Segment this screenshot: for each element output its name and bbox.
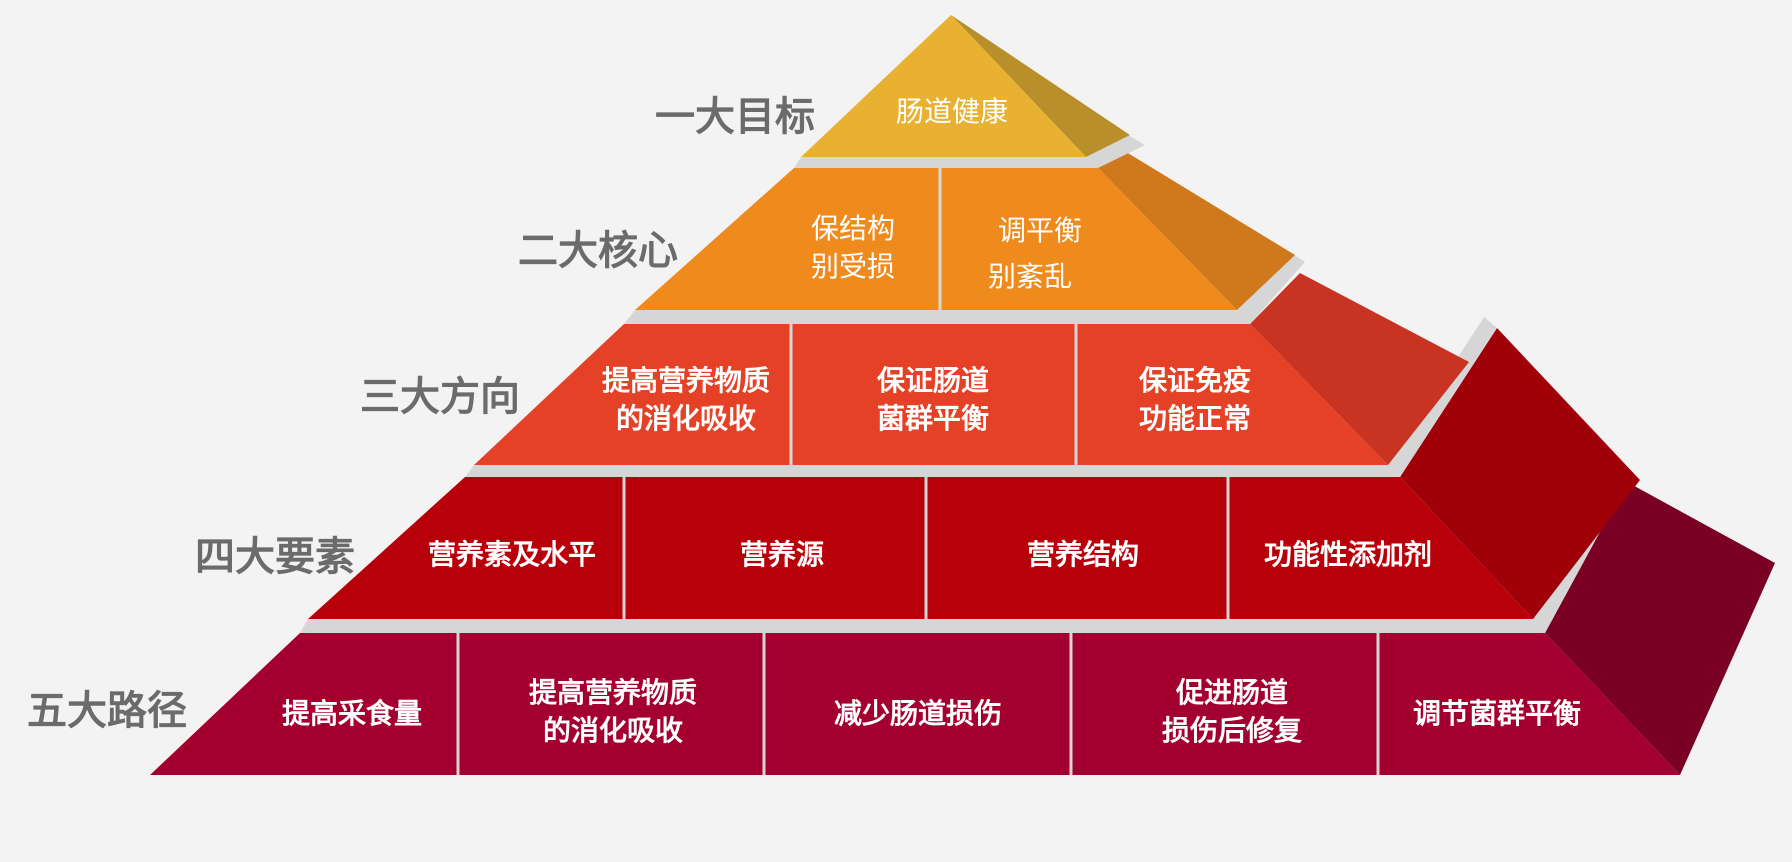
separator-side-1-2 [1086,135,1145,168]
separator-4-5 [300,619,1545,633]
separator-1-2 [794,157,1098,168]
tier3-cell-1-line-2: 的消化吸收 [616,402,756,435]
tier3-cell-3-line-1: 保证免疫 [1139,364,1251,397]
tier5-cell-4-line-2: 损伤后修复 [1162,714,1302,747]
tier2-cell-2-line-1: 调平衡 [998,214,1082,247]
tier1-side-face [951,15,1130,157]
tier3-cell-1-line-1: 提高营养物质 [602,364,770,397]
tier3-front-face [474,324,1388,465]
tier1-front-face [801,15,1086,157]
tier4-cell-3-line-1: 营养结构 [1027,538,1139,571]
tier2-cell-1-line-1: 保结构 [811,212,895,245]
tier2-front-face [635,168,1237,310]
tier5-cell-2-line-2: 的消化吸收 [543,714,683,747]
tier2-side-face [1098,147,1295,310]
tier-three-directions: 三大方向 提高营养物质 的消化吸收 保证肠道 菌群平衡 保证免疫 功能正常 [360,273,1469,465]
tier3-side-face [1250,273,1469,465]
tier-four-elements: 四大要素 营养素及水平 营养源 营养结构 功能性添加剂 [195,328,1640,619]
tier5-label: 五大路径 [27,688,187,734]
tier4-cell-1-line-1: 营养素及水平 [428,538,596,571]
separator-side-2-3 [1237,252,1305,324]
tier5-cell-4-line-1: 促进肠道 [1175,676,1288,709]
tier1-cell-1-line-1: 肠道健康 [896,95,1008,128]
tier3-cell-2-line-2: 菌群平衡 [877,402,989,435]
tier5-cell-1-line-1: 提高采食量 [282,697,422,730]
tier2-cell-1-line-2: 别受损 [811,250,895,283]
tier5-cell-5-line-1: 调节菌群平衡 [1413,697,1581,730]
tier-two-cores: 二大核心 保结构 别受损 调平衡 别紊乱 [518,147,1295,310]
tier5-front-face [150,633,1680,775]
tier5-cell-2-line-1: 提高营养物质 [529,676,697,709]
tier5-cell-3-line-1: 减少肠道损伤 [834,697,1002,730]
tier-one-goal: 一大目标 肠道健康 [655,15,1130,157]
tier5-side-face [1545,482,1775,775]
tier4-cell-2-line-1: 营养源 [740,538,824,571]
tier4-label: 四大要素 [195,534,355,580]
tier4-cell-4-line-1: 功能性添加剂 [1264,538,1432,571]
tier-five-paths: 五大路径 提高采食量 提高营养物质 的消化吸收 减少肠道损伤 促进肠道 损伤后修… [27,482,1775,775]
tier3-label: 三大方向 [360,374,520,420]
tier2-cell-2-line-2: 别紊乱 [988,260,1072,293]
tier3-cell-2-line-1: 保证肠道 [877,364,989,397]
tier3-cell-3-line-2: 功能正常 [1139,402,1251,435]
separator-2-3 [624,310,1250,324]
tier2-label: 二大核心 [518,228,678,274]
tier4-side-face [1400,328,1640,619]
separator-3-4 [465,465,1400,477]
separator-side-3-4 [1388,317,1497,477]
tier1-label: 一大目标 [655,94,815,140]
